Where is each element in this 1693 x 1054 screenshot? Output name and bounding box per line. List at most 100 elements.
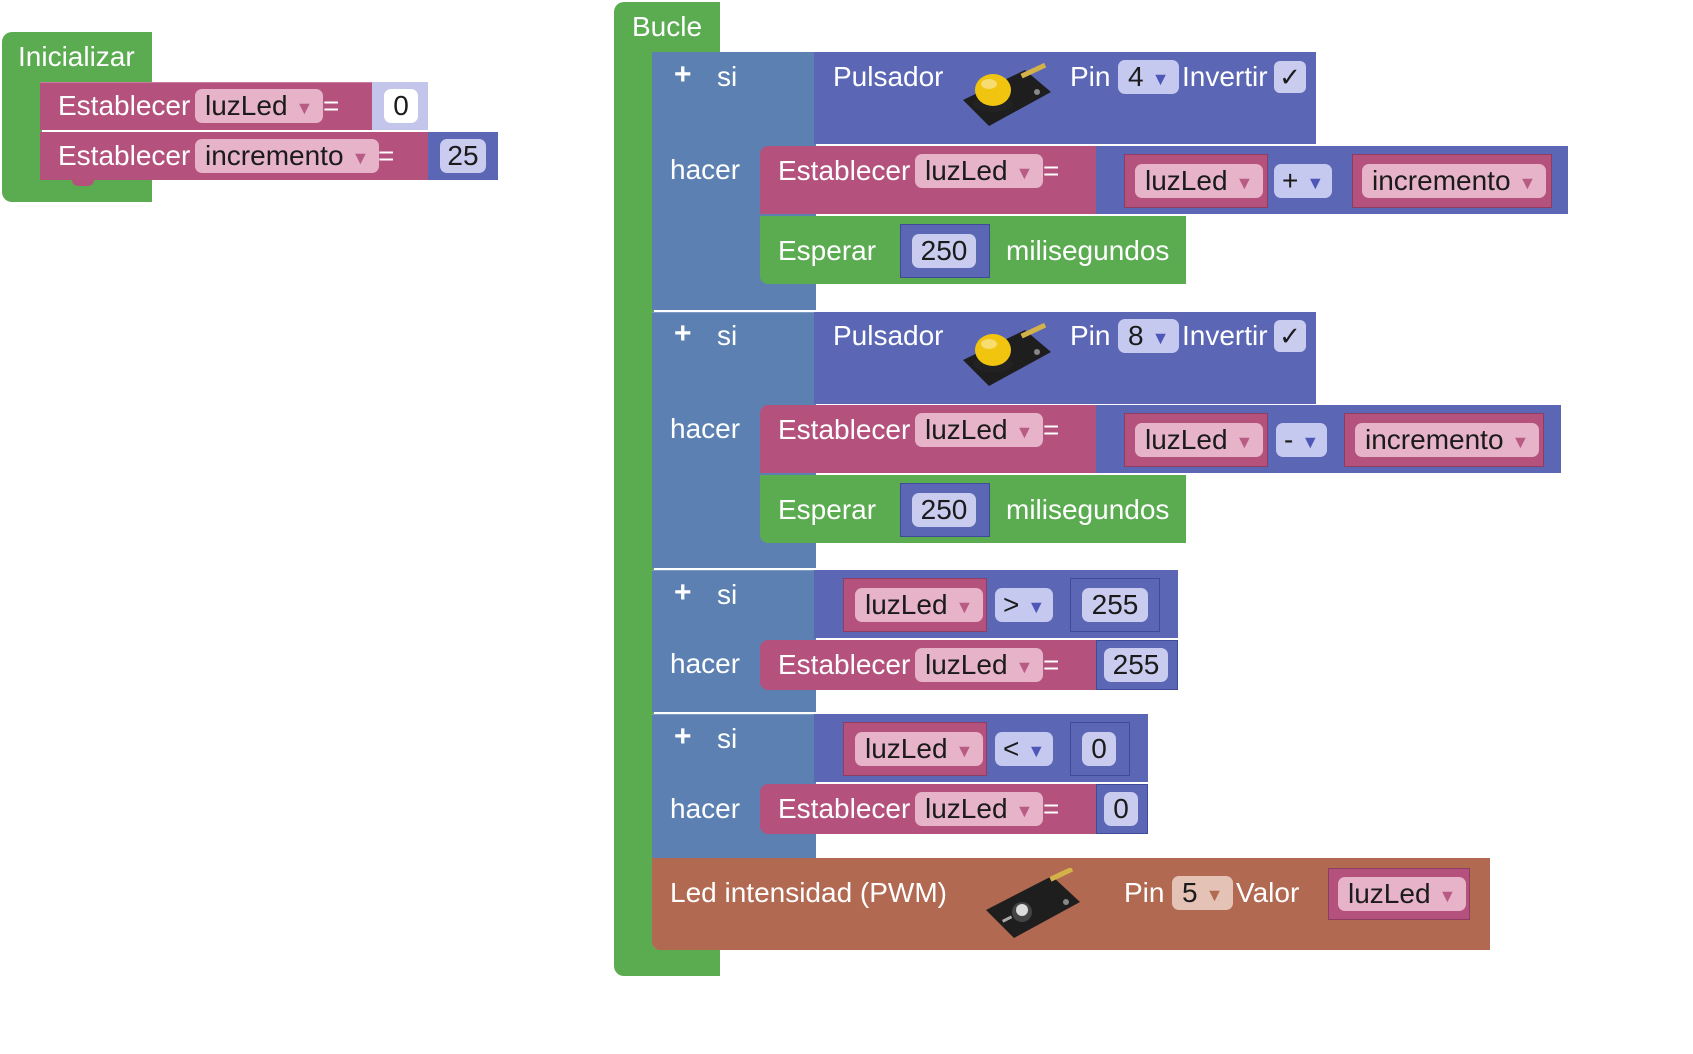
equals-label: = — [1043, 414, 1060, 445]
set-label: Establecer — [778, 155, 911, 186]
equals-label: = — [1043, 155, 1060, 186]
operator-dropdown[interactable]: -▼ — [1276, 423, 1328, 457]
operator-dropdown[interactable]: >▼ — [995, 588, 1054, 622]
chevron-down-icon: ▼ — [1015, 657, 1034, 677]
hacer-label: hacer — [670, 413, 741, 444]
variable-dropdown[interactable]: luzLed▼ — [1338, 877, 1467, 911]
equals-label: = — [1043, 649, 1060, 680]
si-label: si — [717, 723, 738, 754]
variable-dropdown[interactable]: luzLed▼ — [915, 792, 1044, 826]
pin-label: Pin — [1070, 61, 1111, 92]
init-left-arm — [2, 80, 42, 185]
block-notch — [72, 178, 94, 186]
variable-dropdown[interactable]: luzLed▼ — [855, 588, 984, 622]
variable-dropdown[interactable]: incremento▼ — [1362, 164, 1547, 198]
set-label: Establecer — [778, 649, 911, 680]
unit-label: milisegundos — [1006, 494, 1170, 525]
variable-dropdown[interactable]: luzLed▼ — [915, 154, 1044, 188]
invert-checkbox[interactable]: ✓ — [1274, 61, 1306, 93]
plus-icon[interactable]: + — [674, 58, 692, 91]
chevron-down-icon: ▼ — [1027, 741, 1046, 761]
variable-dropdown[interactable]: luzLed▼ — [1135, 423, 1264, 457]
chevron-down-icon: ▼ — [1015, 422, 1034, 442]
number-field[interactable]: 255 — [1104, 648, 1168, 682]
variable-dropdown[interactable]: incremento▼ — [195, 139, 380, 173]
chevron-down-icon: ▼ — [1235, 432, 1254, 452]
si-label: si — [717, 579, 738, 610]
chevron-down-icon: ▼ — [1306, 173, 1325, 193]
set-label: Establecer — [58, 90, 191, 121]
operator-dropdown[interactable]: +▼ — [1274, 164, 1333, 198]
unit-label: milisegundos — [1006, 235, 1170, 266]
chevron-down-icon: ▼ — [1015, 801, 1034, 821]
number-field[interactable]: 250 — [912, 493, 976, 527]
chevron-down-icon: ▼ — [1511, 432, 1530, 452]
push-button-module-icon — [963, 322, 1051, 386]
pin-label: Pin — [1124, 877, 1165, 908]
chevron-down-icon: ▼ — [1151, 69, 1170, 89]
button-sensor-block[interactable] — [814, 312, 1316, 404]
operator-dropdown[interactable]: <▼ — [995, 732, 1054, 766]
wait-label: Esperar — [778, 235, 877, 266]
loop-left-arm — [614, 50, 654, 960]
pin-label: Pin — [1070, 320, 1111, 351]
number-field[interactable]: 0 — [1082, 732, 1116, 766]
number-field[interactable]: 0 — [384, 89, 418, 123]
led-module-icon — [986, 868, 1080, 938]
chevron-down-icon: ▼ — [1235, 173, 1254, 193]
invert-checkbox[interactable]: ✓ — [1274, 320, 1306, 352]
invert-label: Invertir — [1182, 61, 1268, 92]
plus-icon[interactable]: + — [674, 576, 692, 609]
si-label: si — [717, 61, 738, 92]
equals-label: = — [378, 140, 395, 171]
loop-foot — [614, 948, 720, 976]
loop-title: Bucle — [632, 11, 703, 42]
number-block[interactable] — [1070, 722, 1130, 776]
hacer-label: hacer — [670, 648, 741, 679]
chevron-down-icon: ▼ — [1015, 163, 1034, 183]
set-label: Establecer — [778, 793, 911, 824]
hacer-label: hacer — [670, 154, 741, 185]
hacer-label: hacer — [670, 793, 741, 824]
init-hat[interactable] — [2, 32, 152, 82]
variable-dropdown[interactable]: luzLed▼ — [195, 89, 324, 123]
init-title: Inicializar — [18, 41, 135, 72]
number-field[interactable]: 255 — [1082, 588, 1148, 622]
wait-label: Esperar — [778, 494, 877, 525]
variable-dropdown[interactable]: incremento▼ — [1355, 423, 1540, 457]
chevron-down-icon: ▼ — [1205, 885, 1224, 905]
number-field[interactable]: 25 — [440, 139, 486, 173]
set-label: Establecer — [58, 140, 191, 171]
pin-dropdown[interactable]: 8▼ — [1118, 319, 1180, 353]
plus-icon[interactable]: + — [674, 720, 692, 753]
chevron-down-icon: ▼ — [1027, 597, 1046, 617]
equals-label: = — [323, 90, 340, 121]
si-label: si — [717, 320, 738, 351]
chevron-down-icon: ▼ — [955, 741, 974, 761]
chevron-down-icon: ▼ — [295, 98, 314, 118]
plus-icon[interactable]: + — [674, 317, 692, 350]
loop-hat[interactable] — [614, 2, 720, 54]
chevron-down-icon: ▼ — [955, 597, 974, 617]
number-field[interactable]: 250 — [912, 234, 976, 268]
variable-dropdown[interactable]: luzLed▼ — [855, 732, 984, 766]
equals-label: = — [1043, 793, 1060, 824]
init-foot — [2, 180, 152, 202]
chevron-down-icon: ▼ — [1438, 886, 1457, 906]
pwm-label: Led intensidad (PWM) — [670, 877, 948, 908]
chevron-down-icon: ▼ — [351, 148, 370, 168]
variable-dropdown[interactable]: luzLed▼ — [915, 413, 1044, 447]
pin-dropdown[interactable]: 5▼ — [1172, 876, 1234, 910]
push-button-module-icon — [963, 62, 1051, 126]
set-label: Establecer — [778, 414, 911, 445]
number-field[interactable]: 0 — [1104, 792, 1138, 826]
variable-dropdown[interactable]: luzLed▼ — [1135, 164, 1264, 198]
pin-dropdown[interactable]: 4▼ — [1118, 60, 1180, 94]
sensor-label: Pulsador — [833, 320, 944, 351]
variable-dropdown[interactable]: luzLed▼ — [915, 648, 1044, 682]
button-sensor-block[interactable] — [814, 52, 1316, 144]
invert-label: Invertir — [1182, 320, 1268, 351]
chevron-down-icon: ▼ — [1518, 173, 1537, 193]
sensor-label: Pulsador — [833, 61, 944, 92]
chevron-down-icon: ▼ — [1301, 432, 1320, 452]
